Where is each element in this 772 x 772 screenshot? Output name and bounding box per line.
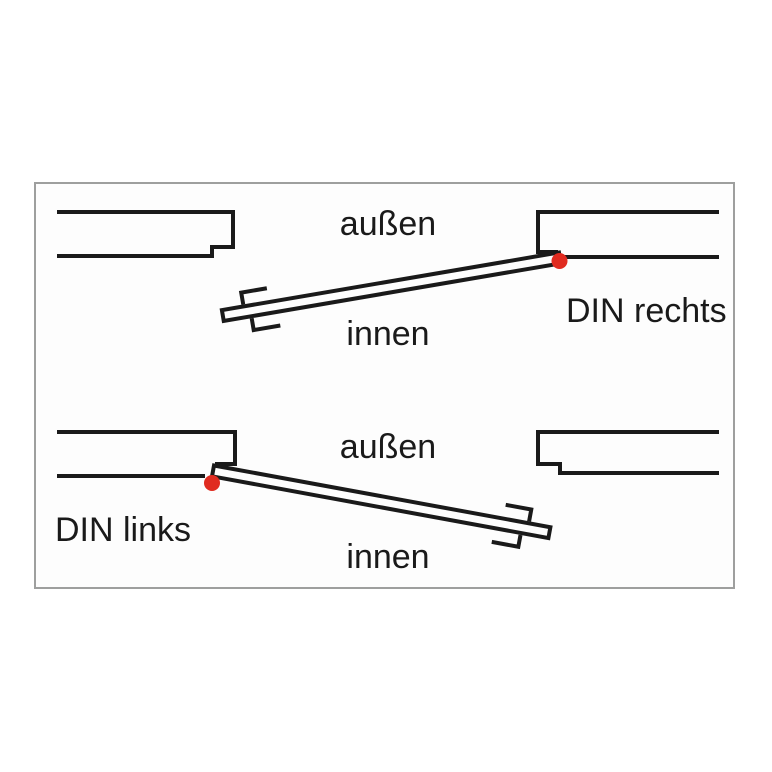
label-outside-top: außen (340, 205, 436, 243)
door-slab (209, 463, 553, 541)
label-inside-top: innen (346, 315, 429, 353)
din-rechts-section: außen innen DIN rechts (57, 205, 727, 353)
label-din-links: DIN links (55, 511, 191, 549)
door-leaf-left-hinged (209, 463, 553, 550)
door-handle-outside (505, 502, 534, 522)
label-din-rechts: DIN rechts (566, 292, 727, 330)
door-handle-inside (249, 317, 281, 333)
label-outside-bottom: außen (340, 428, 436, 466)
wall-bottom-left (57, 430, 237, 466)
door-handle-outside (238, 286, 268, 305)
wall-top-right (536, 210, 719, 254)
hinge-dot-right (551, 253, 568, 269)
label-inside-bottom: innen (346, 538, 429, 576)
diagram-panel (34, 182, 735, 589)
door-handle-inside (491, 534, 523, 550)
wall-top-left (57, 210, 235, 258)
wall-bottom-right (536, 430, 719, 475)
din-links-section: außen DIN links innen (55, 428, 719, 576)
hinge-dot-left (204, 475, 220, 491)
